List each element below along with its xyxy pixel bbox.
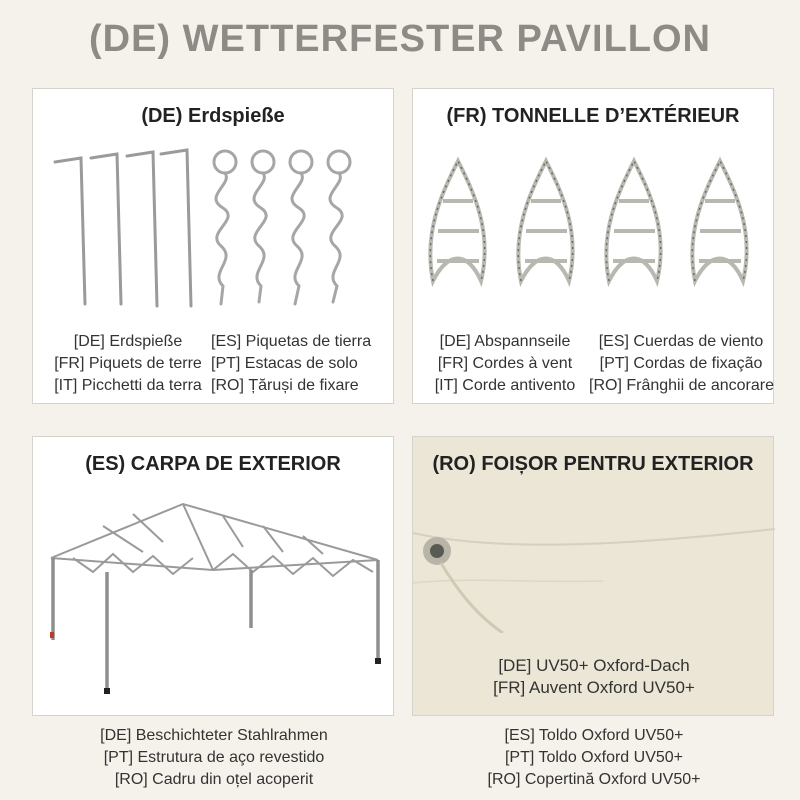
stakes-panel: (DE) Erdspieße [DE] Erdspieße [FR] Pique… (32, 88, 394, 404)
ropes-caption-right: [ES] Cuerdas de viento [PT] Cordas de fi… (589, 333, 774, 394)
canopy-inner-caption: [DE] UV50+ Oxford-Dach [FR] Auvent Oxfor… (493, 656, 695, 697)
page-title: (DE) WETTERFESTER PAVILLON (88, 18, 711, 60)
frame-caption: [DE] Beschichteter Stahlrahmen [PT] Estr… (100, 727, 328, 788)
steel-frame-illustration (50, 502, 381, 694)
ropes-panel-title: (FR) TONNELLE D’EXTÉRIEUR (446, 105, 740, 127)
ground-stakes-illustration (53, 148, 352, 308)
stakes-caption-right: [ES] Piquetas de tierra [PT] Estacas de … (211, 333, 372, 394)
stakes-panel-title: (DE) Erdspieße (141, 105, 285, 127)
guy-ropes-illustration (428, 156, 749, 288)
ropes-caption-left: [DE] Abspannseile [FR] Cordes à vent [IT… (434, 333, 576, 394)
canopy-panel: (RO) FOIȘOR PENTRU EXTERIOR [DE] UV50+ O… (412, 436, 775, 788)
stakes-caption-left: [DE] Erdspieße [FR] Piquets de terre [IT… (54, 333, 202, 394)
ropes-panel: (FR) TONNELLE D’EXTÉRIEUR [DE] Abspannse… (412, 88, 774, 404)
canopy-panel-title: (RO) FOIȘOR PENTRU EXTERIOR (432, 453, 754, 475)
frame-panel: (ES) CARPA DE EXTERIOR [DE] Beschichtete… (32, 436, 394, 788)
oxford-fabric-illustration (413, 528, 775, 633)
frame-panel-title: (ES) CARPA DE EXTERIOR (85, 453, 341, 475)
canopy-caption: [ES] Toldo Oxford UV50+ [PT] Toldo Oxfor… (487, 727, 701, 788)
